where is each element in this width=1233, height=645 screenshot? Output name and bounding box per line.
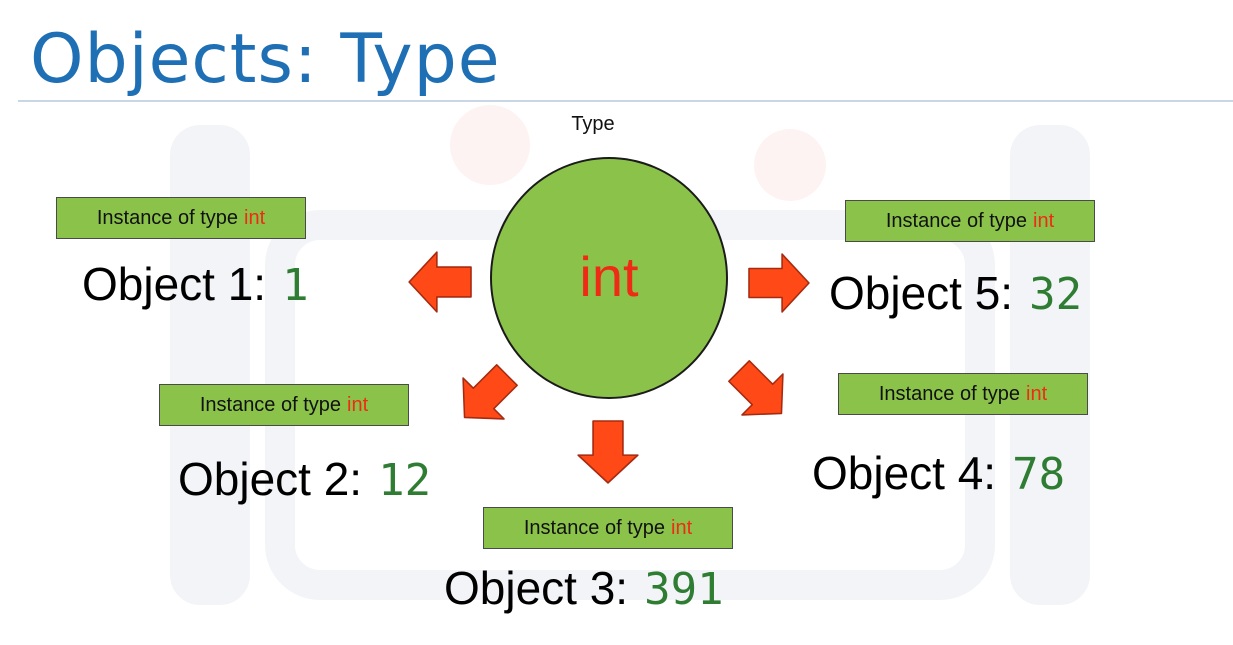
instance-tag-type: int bbox=[244, 206, 266, 229]
title-divider bbox=[18, 100, 1233, 102]
instance-tag-3: Instance of type int bbox=[483, 507, 733, 549]
object-1: Object 1: 1 bbox=[82, 256, 309, 314]
instance-tag-type: int bbox=[671, 516, 693, 539]
object-label: Object 4: bbox=[812, 447, 997, 499]
instance-tag-4: Instance of type int bbox=[838, 373, 1088, 415]
arrow-down-icon bbox=[577, 420, 639, 484]
arrow-right-icon bbox=[748, 253, 810, 313]
instance-tag-type: int bbox=[1033, 209, 1055, 232]
type-name: int bbox=[579, 244, 639, 308]
object-value: 32 bbox=[1029, 269, 1083, 320]
instance-tag-text: Instance of type bbox=[96, 206, 239, 229]
object-value: 12 bbox=[378, 455, 432, 506]
object-value: 391 bbox=[644, 564, 724, 615]
instance-tag-1: Instance of type int bbox=[56, 197, 306, 239]
arrow-down-left-icon bbox=[462, 364, 518, 420]
instance-tag-type: int bbox=[347, 393, 369, 416]
object-2: Object 2: 12 bbox=[178, 451, 431, 509]
instance-tag-text: Instance of type bbox=[878, 382, 1021, 405]
object-label: Object 2: bbox=[178, 453, 363, 505]
slide-title: Objects: Type bbox=[30, 20, 501, 99]
object-5: Object 5: 32 bbox=[829, 265, 1082, 323]
object-label: Object 5: bbox=[829, 267, 1014, 319]
object-value: 1 bbox=[282, 260, 309, 311]
object-label: Object 3: bbox=[444, 562, 629, 614]
instance-tag-2: Instance of type int bbox=[159, 384, 409, 426]
object-4: Object 4: 78 bbox=[812, 445, 1065, 503]
object-value: 78 bbox=[1012, 449, 1066, 500]
arrow-down-right-icon bbox=[728, 360, 784, 416]
instance-tag-text: Instance of type bbox=[885, 209, 1028, 232]
instance-tag-type: int bbox=[1026, 382, 1048, 405]
arrow-left-icon bbox=[408, 251, 472, 313]
object-3: Object 3: 391 bbox=[444, 560, 724, 618]
instance-tag-text: Instance of type bbox=[523, 516, 666, 539]
type-caption: Type bbox=[571, 113, 615, 135]
type-circle: int bbox=[490, 157, 728, 399]
instance-tag-5: Instance of type int bbox=[845, 200, 1095, 242]
object-label: Object 1: bbox=[82, 258, 267, 310]
instance-tag-text: Instance of type bbox=[199, 393, 342, 416]
